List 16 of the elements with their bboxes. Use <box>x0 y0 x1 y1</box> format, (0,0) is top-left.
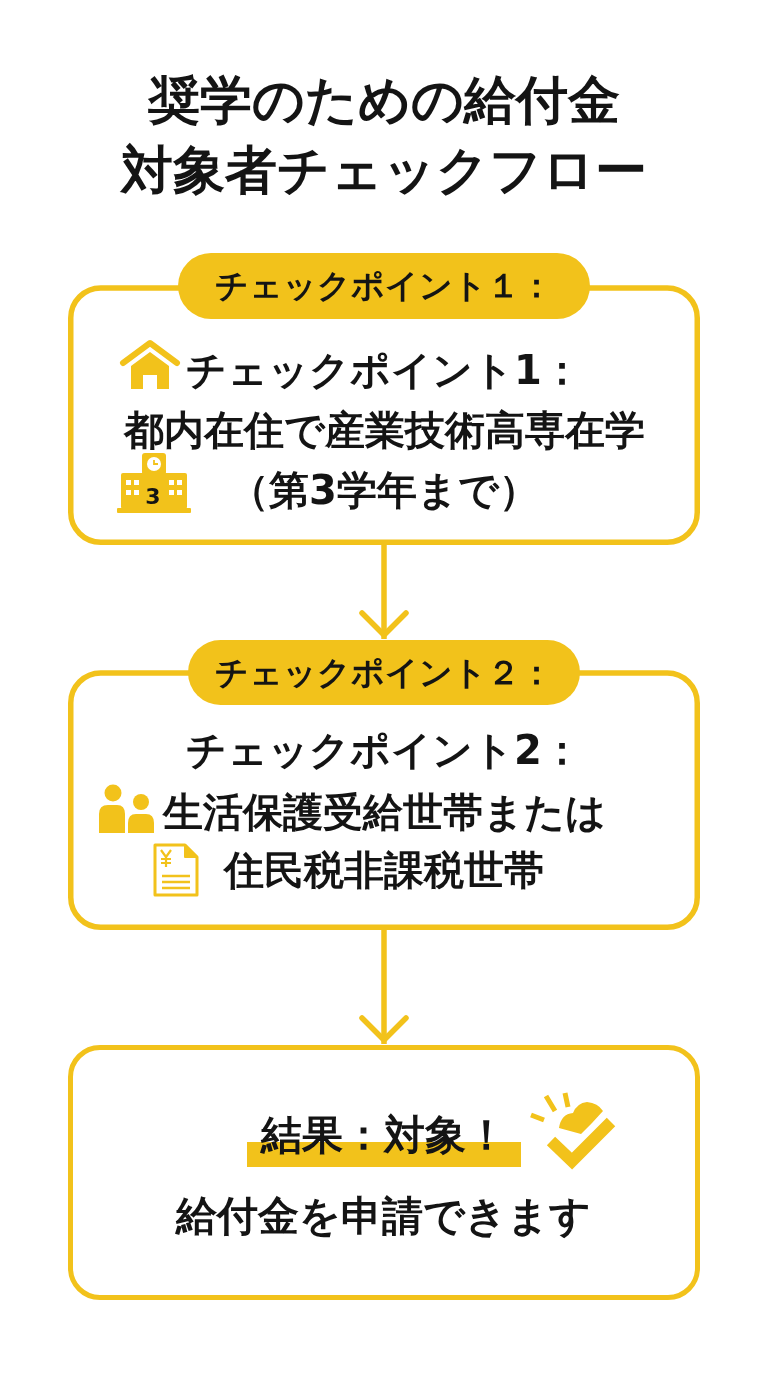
step-description: 住民税非課税世帯 <box>224 846 544 895</box>
step-heading: チェックポイント１： <box>215 265 553 307</box>
step-heading: チェックポイント２： <box>215 651 553 694</box>
step-description: （第3学年まで） <box>229 466 539 515</box>
result-card <box>68 1045 700 1300</box>
step-title: チェックポイント1： <box>186 346 582 395</box>
step-title: チェックポイント2： <box>186 726 582 775</box>
step-description: 生活保護受給世帯または <box>162 788 606 837</box>
grade-number: 3 <box>145 486 161 508</box>
arrow <box>359 930 409 1044</box>
step-card <box>68 640 700 930</box>
arrow <box>359 545 409 639</box>
step-card <box>68 253 700 545</box>
result-text: 給付金を申請できます <box>176 1190 591 1242</box>
title: 奨学のための給付金対象者チェックフロー <box>121 69 647 202</box>
step-description: 都内在住で産業技術高専在学 <box>123 406 645 455</box>
